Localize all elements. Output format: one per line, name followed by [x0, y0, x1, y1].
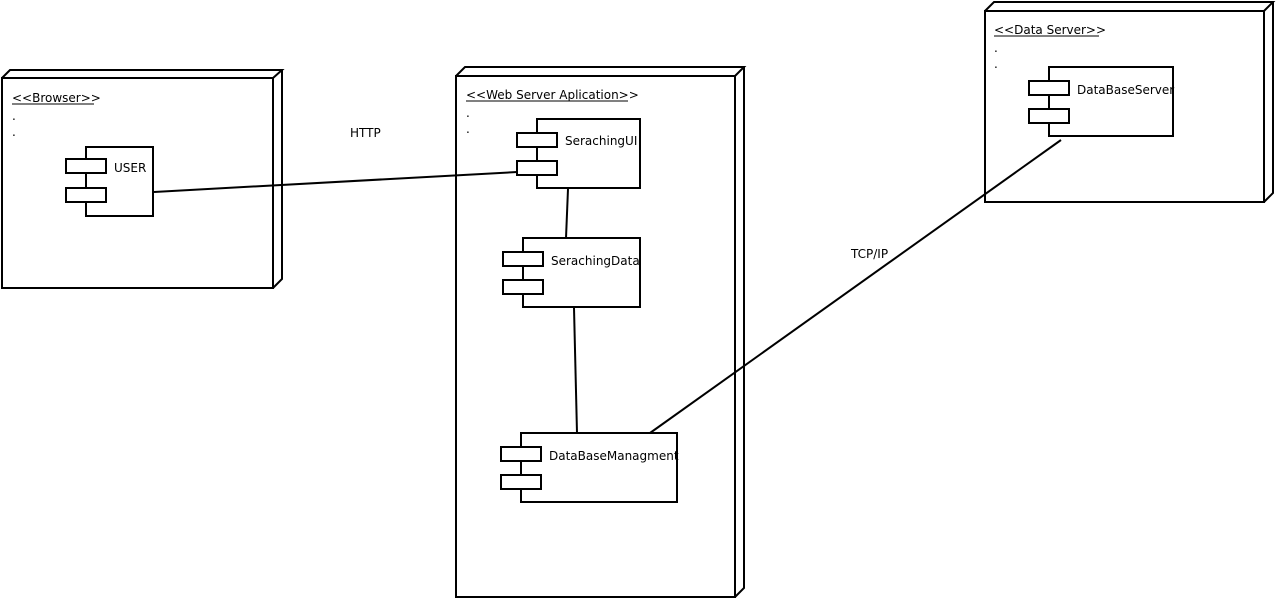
node-data-server-stereotype: <<Data Server>> [994, 23, 1106, 37]
connection-http-label: HTTP [350, 126, 381, 140]
component-db-management[interactable] [500, 432, 678, 503]
component-db-server[interactable] [1028, 66, 1174, 137]
component-searching-data-name: SerachingData [551, 254, 640, 268]
component-port-icon [65, 187, 107, 203]
component-port-icon [500, 474, 542, 490]
component-port-icon [516, 160, 558, 176]
node-browser-side-face [272, 70, 283, 289]
node-data-server-dot: . [994, 41, 998, 55]
node-browser-top-face [1, 69, 285, 79]
node-web-server-dot: . [466, 106, 470, 120]
node-web-server-stereotype: <<Web Server Aplication>> [466, 88, 639, 102]
component-port-icon [502, 279, 544, 295]
component-db-management-body [520, 432, 678, 503]
component-port-icon [502, 251, 544, 267]
node-web-server-dot: . [466, 122, 470, 136]
connection-http[interactable] [153, 171, 518, 193]
node-browser-dot: . [12, 125, 16, 139]
component-port-icon [516, 132, 558, 148]
node-data-server[interactable] [984, 1, 1276, 203]
component-port-icon [500, 446, 542, 462]
component-user-body [85, 146, 154, 217]
node-data-server-side-face [1263, 2, 1274, 203]
component-port-icon [1028, 108, 1070, 124]
connection-ui-data[interactable] [565, 188, 569, 239]
component-searching-ui-name: SerachingUI [565, 134, 637, 148]
node-data-server-top-face [984, 1, 1276, 12]
component-searching-ui-body [536, 118, 641, 189]
node-web-server-side-face [734, 67, 745, 598]
node-browser-dot: . [12, 109, 16, 123]
component-db-server-body [1048, 66, 1174, 137]
node-data-server-dot: . [994, 57, 998, 71]
connection-tcpip-label: TCP/IP [850, 247, 888, 261]
component-db-server-name: DataBaseServer [1077, 83, 1174, 97]
connection-data-dbm[interactable] [573, 307, 578, 434]
component-searching-ui[interactable] [516, 118, 641, 189]
node-web-server[interactable] [455, 66, 747, 598]
node-browser-stereotype: <<Browser>> [12, 91, 101, 105]
component-db-management-name: DataBaseManagment [549, 449, 679, 463]
component-user-name: USER [114, 161, 146, 175]
component-searching-data-body [522, 237, 641, 308]
connection-tcpip[interactable] [649, 139, 1062, 434]
component-user[interactable] [65, 146, 154, 217]
component-port-icon [65, 158, 107, 174]
component-searching-data[interactable] [502, 237, 641, 308]
node-web-server-top-face [455, 66, 747, 77]
component-port-icon [1028, 80, 1070, 96]
